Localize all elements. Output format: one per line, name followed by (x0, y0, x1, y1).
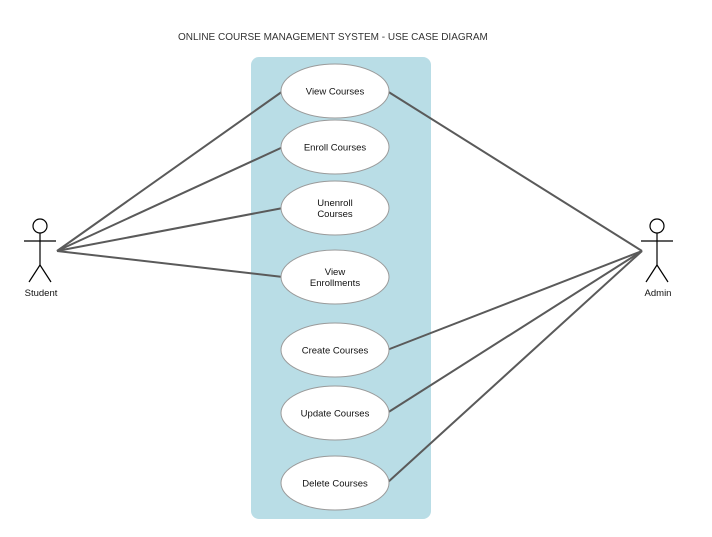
actor-student: Student (24, 218, 58, 299)
association-student-view-courses (56, 90, 284, 252)
actor-head (649, 218, 665, 234)
actor-left-leg (28, 264, 41, 283)
use-case-oval[interactable] (280, 385, 390, 441)
use-case-oval[interactable] (280, 180, 390, 236)
actor-admin: Admin (641, 218, 673, 299)
actor-right-leg (656, 264, 669, 283)
use-case-label: Delete Courses (302, 479, 368, 490)
diagram-title: ONLINE COURSE MANAGEMENT SYSTEM - USE CA… (178, 32, 488, 43)
association-student-unenroll-courses (56, 207, 284, 252)
use-case-label: View Courses (306, 87, 365, 98)
use-case-label: Enroll Courses (304, 143, 367, 154)
use-case-oval[interactable] (280, 63, 390, 119)
association-lines (56, 90, 643, 484)
actors: Student Admin (24, 218, 673, 299)
actor-head (32, 218, 48, 234)
use-case-oval[interactable] (280, 455, 390, 511)
actor-label: Admin (645, 288, 672, 299)
association-student-enroll-courses (56, 146, 284, 252)
actor-left-leg (645, 264, 658, 283)
use-case-label: Unenroll (317, 198, 352, 209)
use-case-label: Create Courses (302, 346, 369, 357)
association-admin-update-courses (386, 250, 643, 414)
use-case-view-courses[interactable]: View Courses (280, 63, 390, 119)
use-case-update-courses[interactable]: Update Courses (280, 385, 390, 441)
use-case-label: Enrollments (310, 278, 360, 289)
association-admin-create-courses (386, 250, 643, 351)
use-case-create-courses[interactable]: Create Courses (280, 322, 390, 378)
association-student-view-enrollments (56, 250, 284, 278)
association-admin-delete-courses (386, 250, 643, 484)
use-case-delete-courses[interactable]: Delete Courses (280, 455, 390, 511)
association-admin-view-courses (386, 90, 643, 252)
use-case-oval[interactable] (280, 119, 390, 175)
use-case-label: Update Courses (301, 409, 370, 420)
use-case-oval[interactable] (280, 322, 390, 378)
use-case-label: Courses (317, 209, 353, 220)
use-case-label: View (325, 267, 346, 278)
use-case-oval[interactable] (280, 249, 390, 305)
actor-right-leg (39, 264, 52, 283)
use-case-enroll-courses[interactable]: Enroll Courses (280, 119, 390, 175)
actor-label: Student (25, 288, 58, 299)
